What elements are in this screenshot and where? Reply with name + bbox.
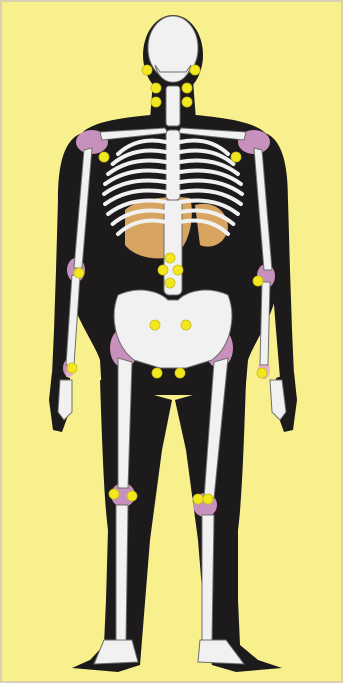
marker	[165, 278, 175, 288]
marker	[127, 491, 137, 501]
marker	[182, 83, 192, 93]
right-tibia	[202, 515, 214, 640]
pelvis	[114, 290, 232, 368]
marker	[253, 276, 263, 286]
cervical-spine	[166, 86, 180, 126]
marker	[150, 320, 160, 330]
marker	[74, 268, 84, 278]
marker	[231, 152, 241, 162]
left-hand-bones	[58, 380, 72, 420]
marker	[182, 97, 192, 107]
marker	[173, 265, 183, 275]
marker	[175, 368, 185, 378]
marker	[151, 83, 161, 93]
marker	[193, 494, 203, 504]
marker	[203, 494, 213, 504]
marker	[142, 65, 152, 75]
marker	[158, 265, 168, 275]
marker	[190, 65, 200, 75]
marker	[67, 363, 77, 373]
marker	[181, 320, 191, 330]
marker	[151, 97, 161, 107]
marker	[152, 368, 162, 378]
right-forearm	[260, 282, 270, 365]
marker	[257, 368, 267, 378]
marker	[165, 253, 175, 263]
marker	[109, 489, 119, 499]
left-tibia	[116, 505, 128, 640]
sternum	[166, 130, 180, 200]
marker	[99, 152, 109, 162]
